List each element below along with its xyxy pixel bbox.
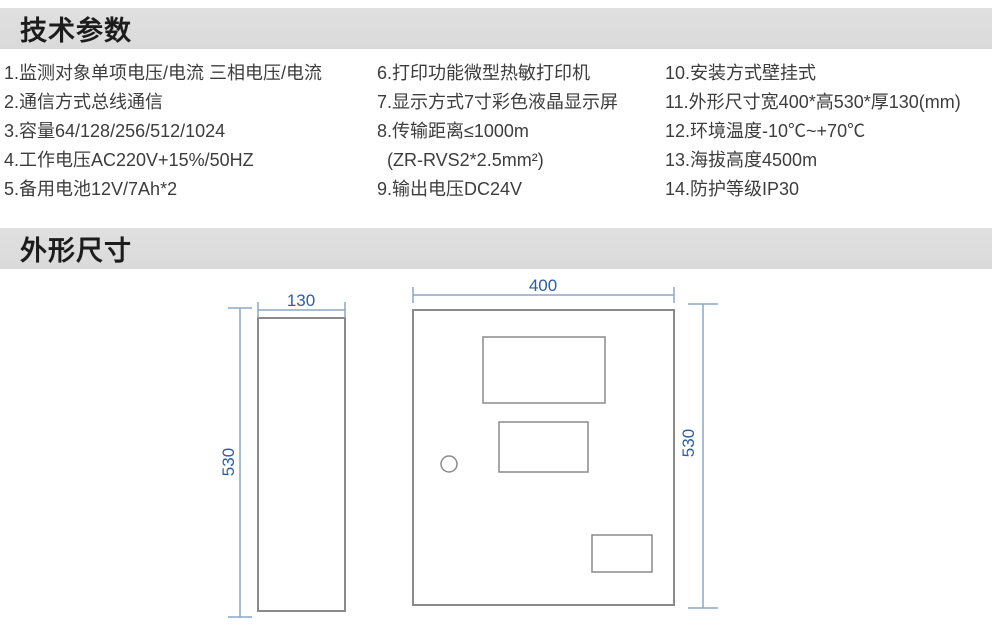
spec-item: 12.环境温度-10℃~+70℃ — [665, 121, 866, 141]
front-view-display-panel — [482, 336, 606, 404]
spec-item: 10.安装方式壁挂式 — [665, 63, 817, 83]
front-view-height-dimension — [688, 303, 718, 609]
front-view-bottom-panel — [591, 534, 653, 573]
spec-item: 4.工作电压AC220V+15%/50HZ — [4, 150, 254, 170]
spec-item: 8.传输距离≤1000m — [377, 121, 529, 141]
front-view-width-dimension — [412, 287, 675, 303]
spec-column-2: 6.打印功能微型热敏打印机 7.显示方式7寸彩色液晶显示屏 8.传输距离≤100… — [377, 59, 665, 204]
front-view-drawing: 400 530 — [412, 276, 718, 609]
spec-item: 9.输出电压DC24V — [377, 179, 523, 199]
section-header-dimensions: 外形尺寸 — [0, 228, 992, 269]
front-view-printer-panel — [498, 421, 589, 473]
side-view-height-label: 530 — [219, 448, 238, 476]
spec-item: 3.容量64/128/256/512/1024 — [4, 121, 226, 141]
side-view-width-dimension — [257, 302, 346, 318]
spec-item: 6.打印功能微型热敏打印机 — [377, 63, 591, 83]
section-header-tech-params: 技术参数 — [0, 8, 992, 49]
side-view-height-dimension — [228, 307, 252, 618]
spec-item: 5.备用电池12V/7Ah*2 — [4, 179, 178, 199]
spec-item: 14.防护等级IP30 — [665, 179, 800, 199]
side-view-outline — [257, 317, 346, 612]
spec-item: 13.海拔高度4500m — [665, 150, 818, 170]
spec-item-continuation: (ZR-RVS2*2.5mm²) — [387, 150, 544, 170]
spec-column-3: 10.安装方式壁挂式 11.外形尺寸宽400*高530*厚130(mm) 12.… — [665, 59, 998, 204]
front-view-outline — [412, 309, 675, 606]
spec-item: 11.外形尺寸宽400*高530*厚130(mm) — [665, 92, 961, 112]
side-view-drawing: 130 530 — [219, 291, 346, 618]
section-title-dimensions: 外形尺寸 — [20, 236, 132, 266]
dimension-drawings: 130 530 400 — [0, 270, 1000, 639]
side-view-width-label: 130 — [287, 291, 315, 310]
front-view-width-label: 400 — [529, 276, 557, 295]
section-title-tech-params: 技术参数 — [20, 16, 132, 46]
spec-item: 1.监测对象单项电压/电流 三相电压/电流 — [4, 63, 323, 83]
spec-item: 7.显示方式7寸彩色液晶显示屏 — [377, 92, 619, 112]
spec-column-1: 1.监测对象单项电压/电流 三相电压/电流 2.通信方式总线通信 3.容量64/… — [4, 59, 374, 204]
front-view-lock-hole — [440, 455, 458, 473]
spec-item: 2.通信方式总线通信 — [4, 92, 164, 112]
front-view-height-label: 530 — [679, 429, 698, 457]
dimension-drawing-svg: 130 530 400 — [219, 276, 718, 618]
